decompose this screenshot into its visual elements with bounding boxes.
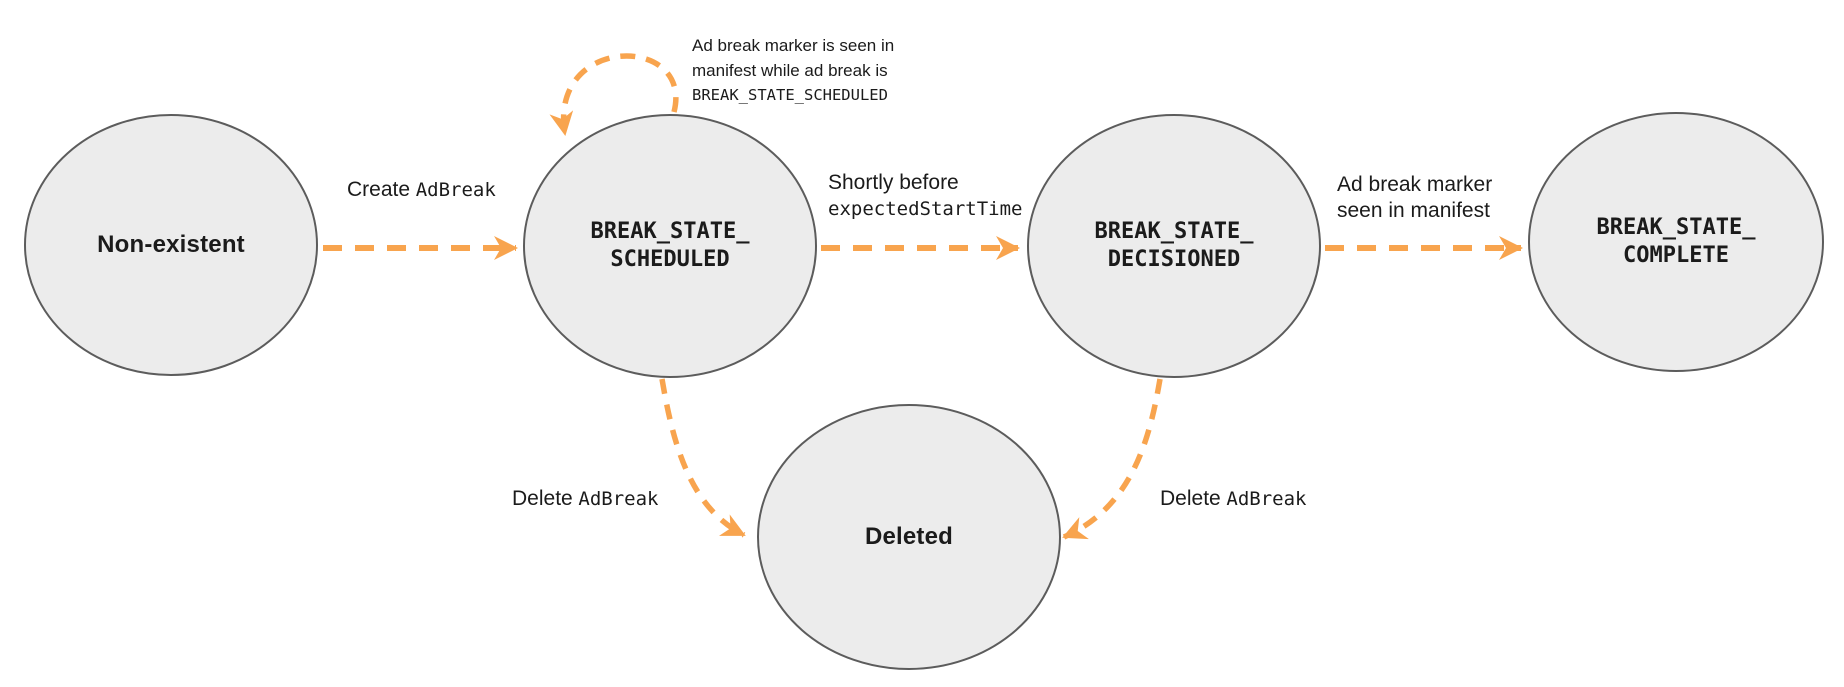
label-code: BREAK_STATE_SCHEDULED [692, 86, 888, 104]
label-line-2: manifest while ad break is [692, 61, 888, 80]
state-node-shape-non-existent [24, 114, 318, 376]
label-code: AdBreak [1226, 488, 1307, 510]
label-code: AdBreak [415, 179, 496, 201]
label-text: Create [347, 178, 411, 201]
transition-label-marker-seen: Ad break marker seen in manifest [1337, 172, 1492, 224]
state-node-shape-break-state-decisioned [1027, 114, 1321, 378]
label-text: Delete [512, 487, 573, 510]
state-node-shape-deleted [757, 404, 1061, 670]
label-text: Delete [1160, 487, 1221, 510]
transition-label-self-loop: Ad break marker is seen in manifest whil… [692, 33, 894, 108]
transition-delete-from-scheduled [659, 378, 746, 538]
transition-label-shortly-before: Shortly before expectedStartTime [828, 170, 1022, 222]
transition-delete-from-decisioned [1062, 378, 1163, 540]
label-line-1: Ad break marker [1337, 173, 1493, 196]
label-code: AdBreak [578, 488, 659, 510]
state-node-shape-break-state-scheduled [523, 114, 817, 378]
label-text: Shortly before [828, 171, 959, 194]
state-node-shape-break-state-complete [1528, 112, 1824, 372]
label-line-1: Ad break marker is seen in [692, 36, 895, 55]
label-code: expectedStartTime [828, 198, 1023, 220]
label-line-2: seen in manifest [1337, 199, 1490, 222]
transition-self-loop-scheduled [549, 53, 679, 136]
